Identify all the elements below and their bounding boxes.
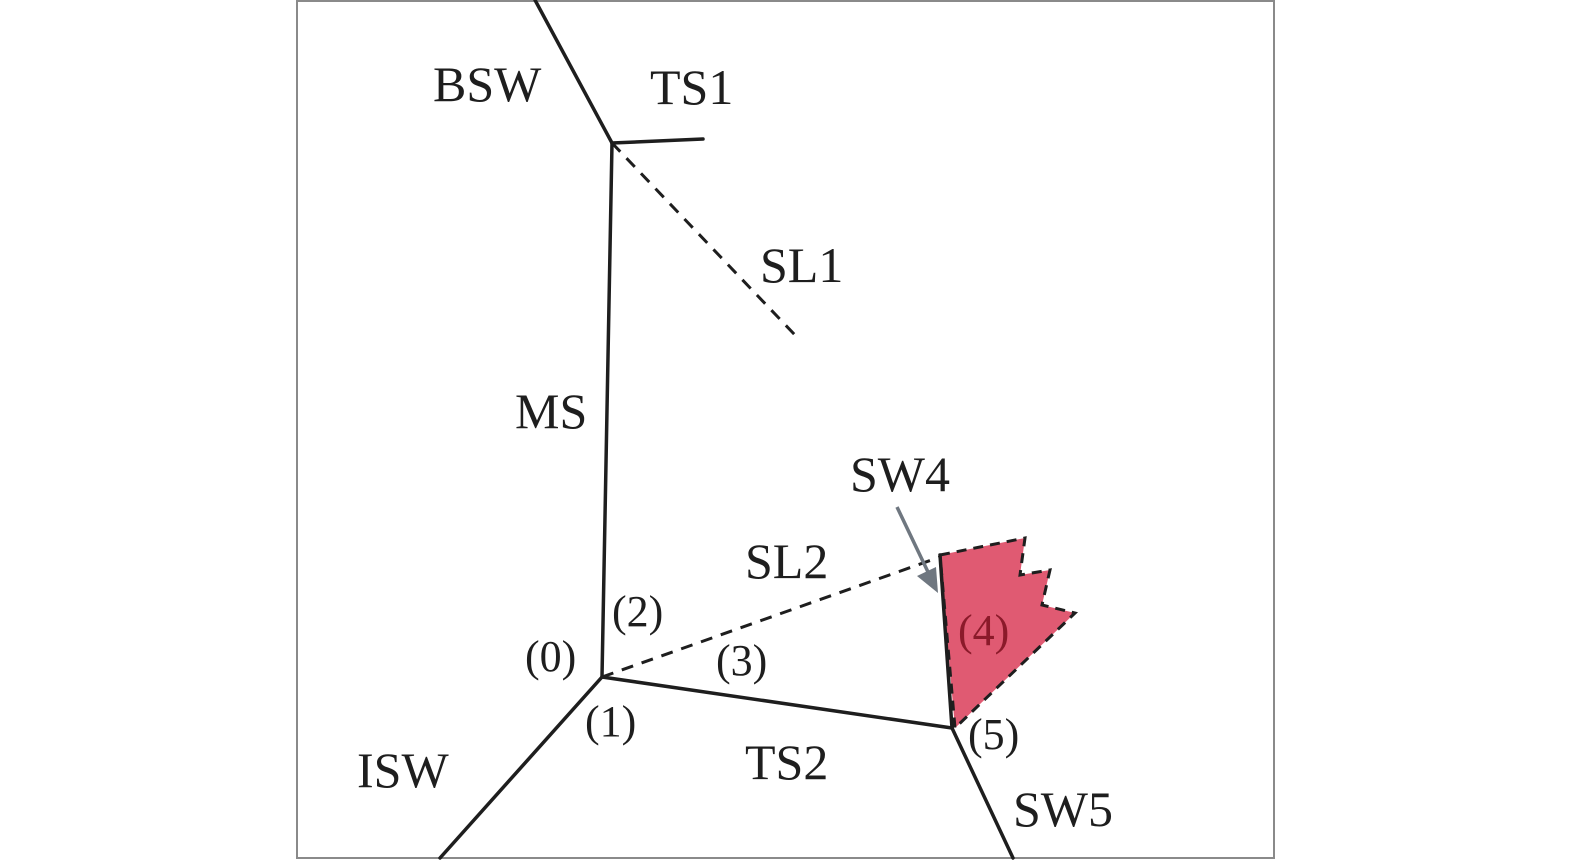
sw4-arrow-shaft [895, 506, 930, 573]
label-ts1: TS1 [650, 59, 733, 115]
ms-line [600, 141, 614, 679]
point-4: (4) [958, 606, 1009, 655]
diagram-frame [296, 0, 1275, 859]
isw-line [438, 675, 604, 860]
point-1: (1) [585, 697, 636, 746]
label-isw: ISW [357, 742, 449, 798]
sw4-line [938, 553, 954, 730]
sw4-arrow-head [917, 567, 938, 593]
label-sl1: SL1 [760, 237, 843, 293]
sl2-line [601, 555, 941, 679]
label-sl2: SL2 [745, 533, 828, 589]
bsw-line [533, 0, 614, 145]
label-ms: MS [515, 383, 587, 439]
label-bsw: BSW [433, 56, 542, 112]
point-5: (5) [968, 710, 1019, 759]
point-0: (0) [525, 632, 576, 681]
point-2: (2) [612, 587, 663, 636]
sw5-line [950, 726, 1015, 860]
label-sw4: SW4 [850, 446, 950, 502]
sl1-line [610, 141, 797, 337]
point-3: (3) [716, 636, 767, 685]
ts2-line [600, 675, 954, 730]
ts1-line [610, 137, 705, 145]
highlight-region [938, 536, 1079, 732]
label-sw5: SW5 [1013, 781, 1113, 837]
label-ts2: TS2 [745, 734, 828, 790]
